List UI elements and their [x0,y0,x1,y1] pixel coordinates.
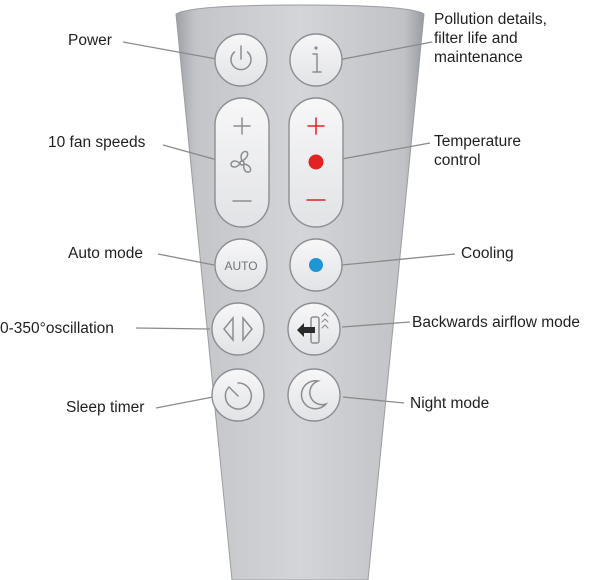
fan-icon [230,150,252,173]
leader-line-pollution [337,41,433,61]
power-icon [230,45,252,71]
sleep-timer-icon [224,382,253,410]
temperature-plus-icon [307,117,325,135]
label-oscillation: 0-350°oscillation [0,320,114,337]
fan-speed-rocker[interactable] [214,97,270,228]
label-temperature: Temperature control [434,133,522,169]
info-icon [312,46,322,73]
fan-speed-plus-icon [233,117,251,135]
leader-line-oscillation [135,327,211,330]
leader-line-cooling [341,253,456,266]
label-power: Power [68,32,112,49]
label-auto-mode: Auto mode [68,245,143,262]
leader-line-sleep-timer [155,396,214,409]
leader-line-backwards-airflow [341,321,411,328]
label-fan-speeds: 10 fan speeds [48,134,146,151]
leader-line-temperature [335,142,431,161]
leader-line-night-mode [342,396,405,404]
label-night-mode: Night mode [410,395,490,412]
night-mode-icon [300,380,329,410]
heat-dot-icon [308,154,324,170]
label-backwards-airflow: Backwards airflow mode [412,314,580,331]
power-button[interactable] [214,33,268,87]
cooling-dot-icon [309,258,323,272]
auto-button-label: AUTO [224,259,257,273]
leader-lines [122,41,456,409]
backwards-airflow-icon [297,312,329,344]
label-sleep-timer: Sleep timer [66,399,145,416]
auto-mode-button[interactable] [214,238,268,292]
oscillation-icon [223,315,253,343]
remote-body [175,4,425,580]
leader-line-power [122,41,223,61]
leader-line-auto-mode [157,253,215,266]
label-pollution: Pollution details, filter life and maint… [434,11,547,66]
label-cooling: Cooling [461,245,514,262]
night-mode-button[interactable] [287,368,341,422]
info-button[interactable] [289,33,343,87]
oscillation-button[interactable] [211,302,265,356]
